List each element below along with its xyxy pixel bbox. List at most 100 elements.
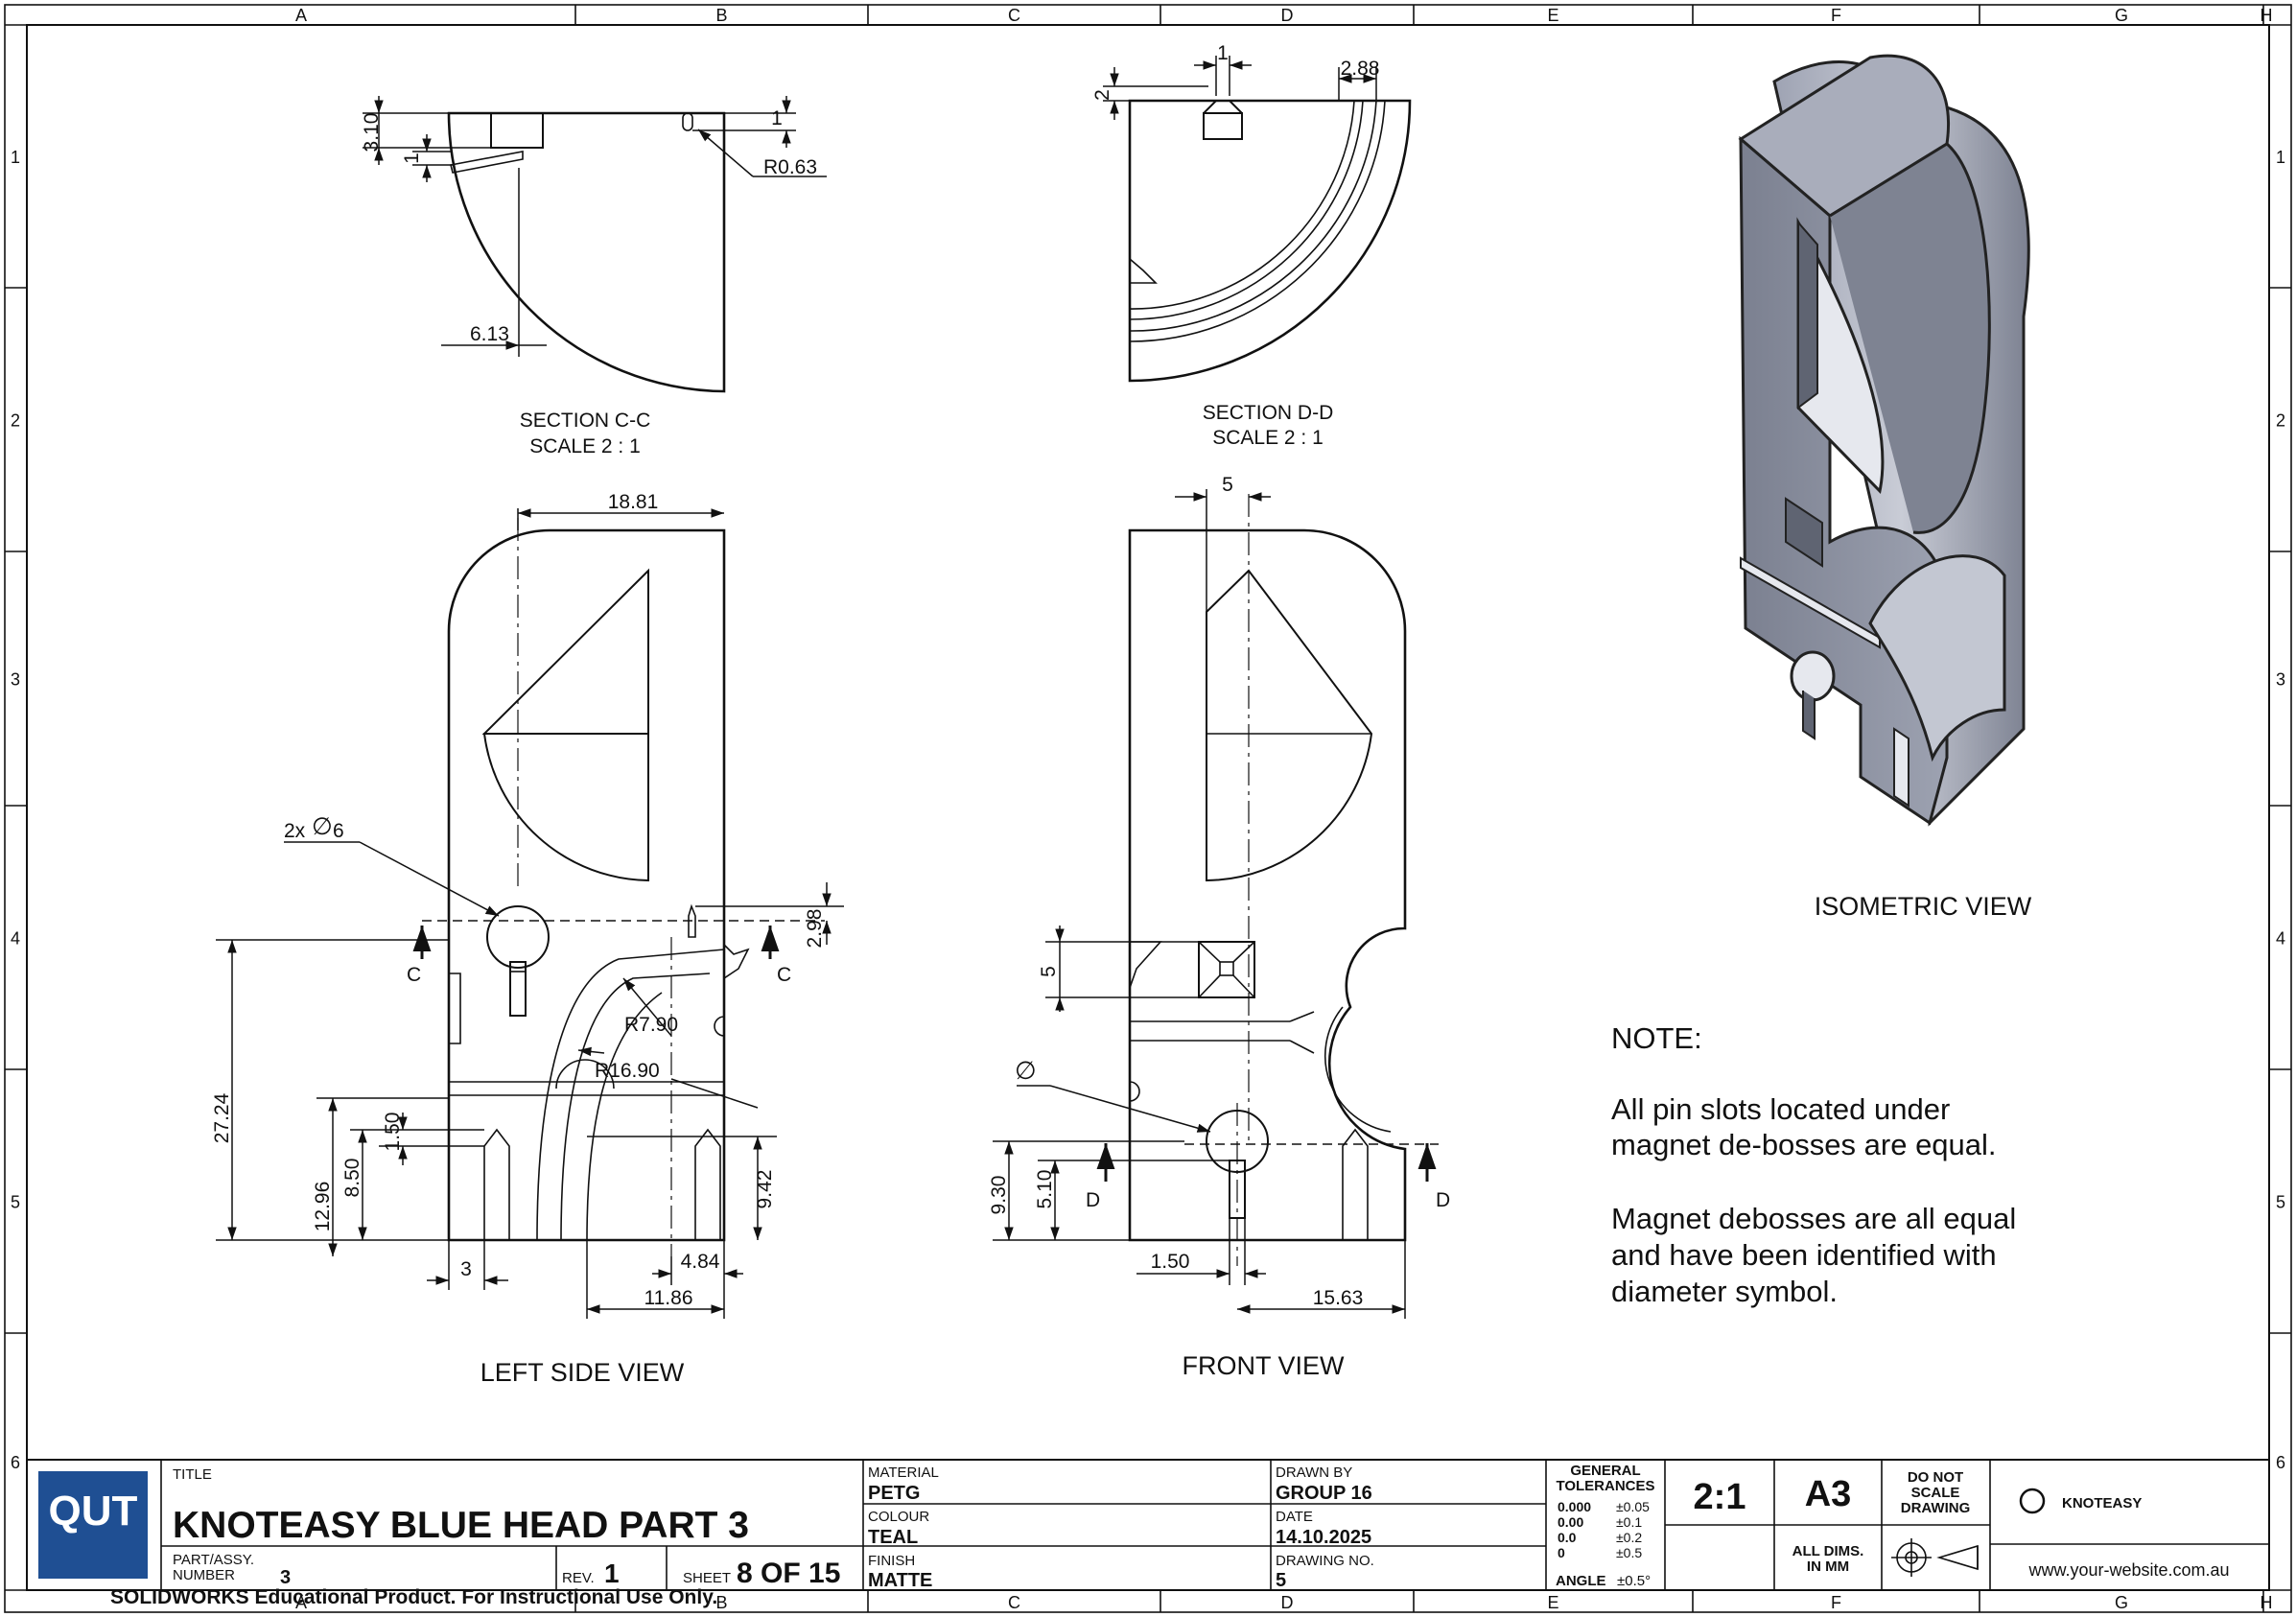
dim-diameter-prefix: 2x	[284, 820, 306, 842]
sheet-label: SHEET	[683, 1570, 731, 1586]
grid-col-label-f-top: F	[1831, 6, 1841, 25]
dim-9-30: 9.30	[988, 1176, 1010, 1215]
dim-4-84: 4.84	[681, 1251, 720, 1273]
drawing-title: KNOTEASY BLUE HEAD PART 3	[173, 1505, 749, 1546]
grid-col-label-a-bottom: A	[295, 1593, 307, 1612]
finish-label: FINISH	[868, 1553, 915, 1569]
front-view-title: FRONT VIEW	[1182, 1351, 1345, 1380]
dim-1-a: 1	[401, 152, 423, 164]
rev-value: 1	[604, 1558, 620, 1588]
grid-row-label-4-left: 4	[11, 929, 20, 949]
drawn-by-label: DRAWN BY	[1276, 1465, 1352, 1481]
grid-row-label-3-left: 3	[11, 670, 20, 690]
grid-row-label-2-right: 2	[2276, 411, 2285, 431]
colour-value: TEAL	[868, 1527, 918, 1548]
section-cc-scale: SCALE 2 : 1	[529, 435, 641, 457]
grid-row-label-6-right: 6	[2276, 1453, 2285, 1472]
section-cc-view: 3.10 1 1 R0.63 6.13 SECTION C-C SCALE 2 …	[361, 96, 827, 457]
dim-r7-90: R7.90	[624, 1014, 678, 1036]
tolerance-value: ±0.05	[1616, 1499, 1650, 1514]
section-cc-title: SECTION C-C	[520, 410, 651, 432]
educational-watermark: SOLIDWORKS Educational Product. For Inst…	[110, 1586, 717, 1608]
dim-2-98: 2.98	[804, 909, 826, 949]
dim-1-50-front: 1.50	[1151, 1251, 1190, 1273]
dim-1: 1	[1217, 42, 1229, 64]
grid-col-label-g-top: G	[2115, 6, 2128, 25]
tolerances-title-2: TOLERANCES	[1556, 1478, 1654, 1494]
section-c-label-right: C	[777, 964, 791, 986]
do-not-scale-2: SCALE	[1911, 1485, 1960, 1501]
website: www.your-website.com.au	[2027, 1560, 2229, 1580]
tolerance-format: 0.0	[1558, 1530, 1577, 1545]
dim-3-10: 3.10	[361, 113, 383, 152]
paper-size: A3	[1805, 1474, 1852, 1514]
grid-col-label-a-top: A	[295, 6, 307, 25]
projection-symbol-icon	[1891, 1538, 1979, 1577]
tolerances-title-1: GENERAL	[1570, 1463, 1640, 1479]
dim-r0-63: R0.63	[763, 156, 817, 178]
note-heading: NOTE:	[1611, 1021, 1702, 1055]
grid-col-label-f-bottom: F	[1831, 1593, 1841, 1612]
sheet-border	[4, 4, 2292, 1613]
grid-col-label-d-top: D	[1281, 6, 1294, 25]
front-view: 5 5 ∅ 9.30 5.10 D D 1.50 15.63 FRONT VIE…	[988, 474, 1450, 1380]
grid-row-label-6-left: 6	[11, 1453, 20, 1472]
drawing-no-value: 5	[1276, 1570, 1286, 1591]
company-logo-circle-icon	[2019, 1488, 2046, 1514]
left-side-view: 18.81 2x ∅ 6 2.98 C C R7.90 R16.90 27.24…	[211, 491, 844, 1387]
isometric-view-title: ISOMETRIC VIEW	[1815, 892, 2032, 921]
grid-row-label-1-left: 1	[11, 148, 20, 167]
title-label: TITLE	[173, 1466, 212, 1483]
grid-col-label-c-bottom: C	[1008, 1593, 1020, 1612]
angle-tolerance: ±0.5°	[1617, 1573, 1651, 1589]
drawing-no-label: DRAWING NO.	[1276, 1553, 1374, 1569]
part-label-2: NUMBER	[173, 1567, 235, 1583]
all-dims-1: ALL DIMS.	[1792, 1543, 1864, 1559]
dim-5-side: 5	[1038, 966, 1060, 977]
note-block: NOTE: All pin slots located under magnet…	[1611, 1021, 2016, 1308]
tolerance-format: 0.00	[1558, 1514, 1583, 1530]
isometric-view: ISOMETRIC VIEW	[1738, 54, 2032, 921]
dim-2: 2	[1091, 89, 1113, 101]
part-number: 3	[280, 1567, 291, 1588]
logo-text: QUT	[49, 1488, 138, 1535]
grid-col-label-h-top: H	[2261, 6, 2273, 25]
diameter-symbol: ∅	[312, 813, 333, 840]
note-line-2: magnet de-bosses are equal.	[1611, 1128, 1997, 1161]
tolerance-value: ±0.1	[1616, 1514, 1642, 1530]
finish-value: MATTE	[868, 1570, 932, 1591]
tolerance-value: ±0.2	[1616, 1530, 1642, 1545]
sheet-value: 8 OF 15	[737, 1558, 840, 1589]
grid-col-label-b-bottom: B	[715, 1593, 727, 1612]
grid-row-label-2-left: 2	[11, 411, 20, 431]
dim-18-81: 18.81	[608, 491, 659, 513]
do-not-scale-3: DRAWING	[1901, 1500, 1971, 1516]
note-line-5: diameter symbol.	[1611, 1275, 1838, 1308]
grid-col-label-c-top: C	[1008, 6, 1020, 25]
dim-15-63: 15.63	[1313, 1287, 1364, 1309]
section-dd-title: SECTION D-D	[1203, 402, 1334, 424]
qut-logo	[38, 1471, 148, 1579]
grid-col-label-g-bottom: G	[2115, 1593, 2128, 1612]
dim-diameter-6: 6	[333, 820, 344, 842]
all-dims-2: IN MM	[1807, 1558, 1849, 1575]
dim-3: 3	[460, 1258, 472, 1280]
note-line-1: All pin slots located under	[1611, 1092, 1950, 1126]
do-not-scale-1: DO NOT	[1908, 1469, 1963, 1486]
tolerance-format: 0.000	[1558, 1499, 1591, 1514]
grid-col-label-b-top: B	[715, 6, 727, 25]
note-line-4: and have been identified with	[1611, 1238, 1997, 1272]
tolerance-format: 0	[1558, 1545, 1565, 1560]
section-dd-view: 1 2 2.88 SECTION D-D SCALE 2 : 1	[1091, 42, 1412, 449]
rev-label: REV.	[562, 1570, 595, 1586]
dim-1-50: 1.50	[382, 1113, 404, 1152]
grid-row-label-5-right: 5	[2276, 1193, 2285, 1212]
dim-1-b: 1	[771, 107, 783, 129]
dim-12-96: 12.96	[312, 1182, 334, 1232]
material-label: MATERIAL	[868, 1465, 939, 1481]
dim-6-13: 6.13	[470, 323, 509, 345]
dim-5-10: 5.10	[1034, 1170, 1056, 1209]
dim-8-50: 8.50	[341, 1159, 363, 1198]
